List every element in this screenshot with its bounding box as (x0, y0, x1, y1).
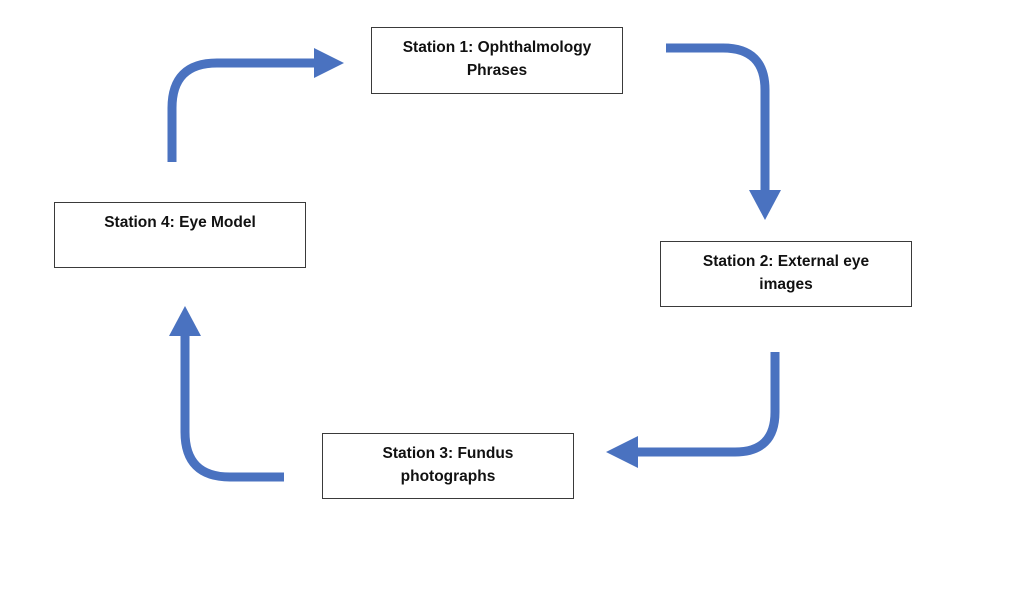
arrow-station1-to-station2 (666, 43, 781, 220)
station-2-label-line-2: images (759, 276, 813, 293)
station-2-label-line-1: Station 2: External eye (702, 253, 870, 270)
station-3-label-line-2: photographs (400, 468, 496, 485)
station-2-box: Station 2: External eye images (660, 241, 912, 307)
station-1-label-line-1: Station 1: Ophthalmology (402, 39, 592, 56)
arrow-station4-to-station1 (167, 48, 344, 162)
station-4-box: Station 4: Eye Model (54, 202, 306, 268)
arrow-station2-to-station3 (606, 352, 780, 468)
station-3-label-line-1: Station 3: Fundus (382, 445, 514, 462)
arrow-station3-to-station4 (169, 306, 284, 482)
station-1-box: Station 1: Ophthalmology Phrases (371, 27, 623, 94)
station-4-label-line-1: Station 4: Eye Model (104, 214, 256, 231)
station-3-box: Station 3: Fundus photographs (322, 433, 574, 499)
station-1-label-line-2: Phrases (466, 62, 528, 79)
